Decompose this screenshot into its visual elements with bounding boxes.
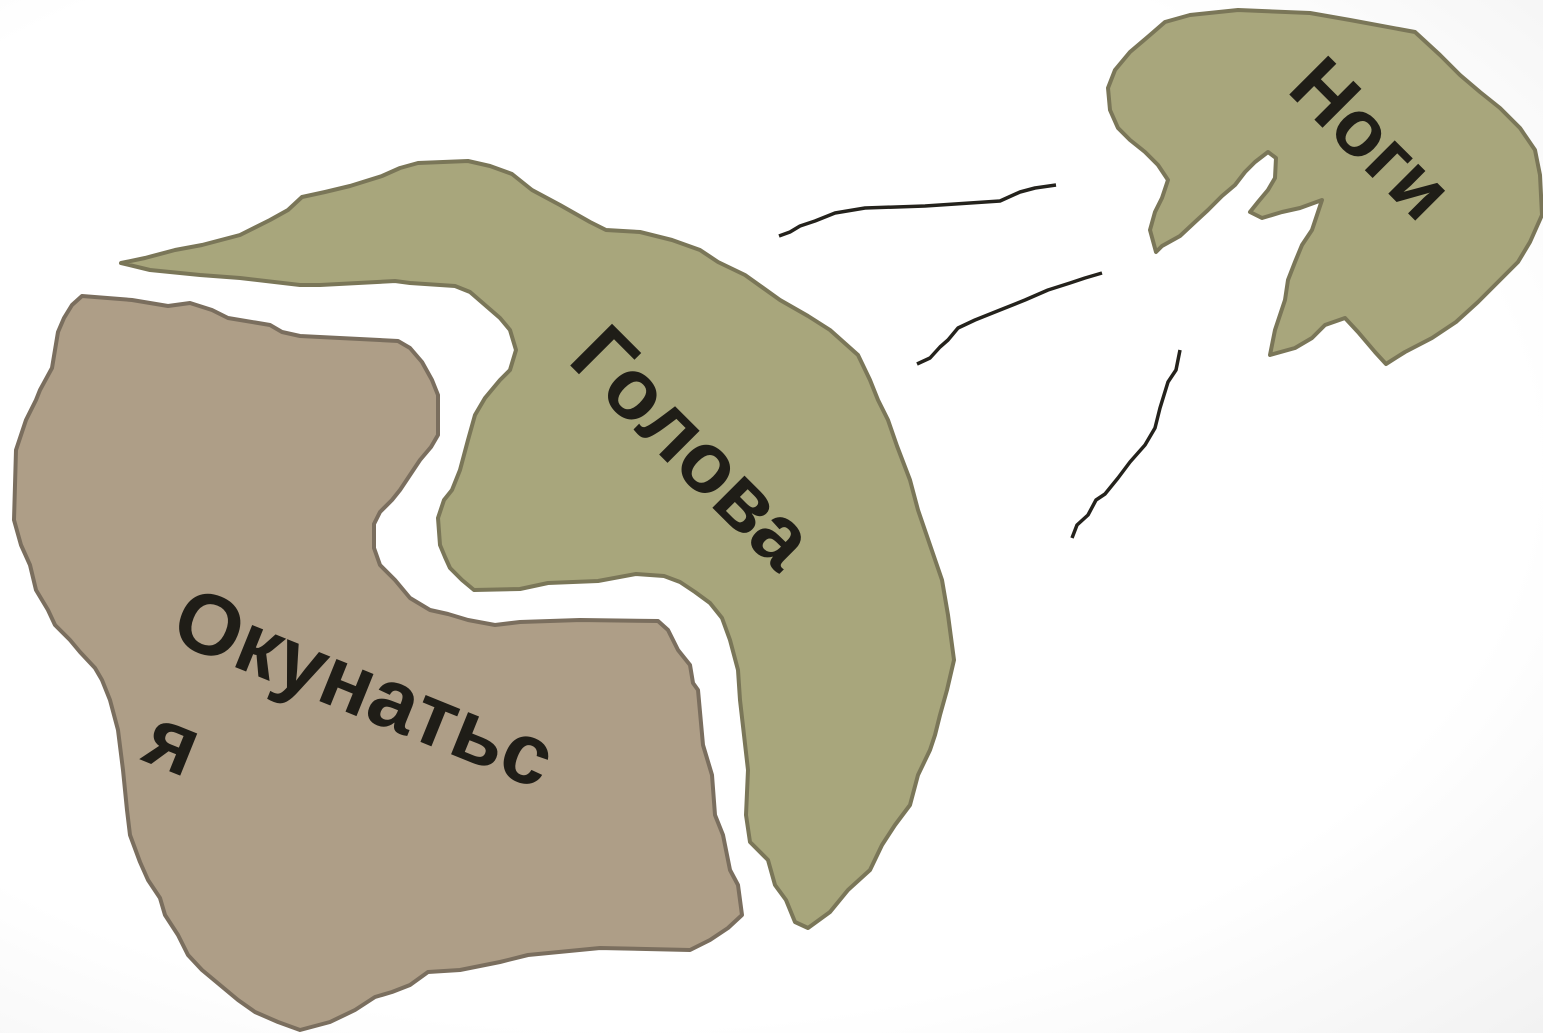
connector-line-middle — [917, 273, 1102, 364]
connector-line-bottom — [1072, 350, 1180, 538]
connector-line-top — [779, 185, 1056, 236]
nogi-piece: Ноги — [1108, 10, 1542, 364]
